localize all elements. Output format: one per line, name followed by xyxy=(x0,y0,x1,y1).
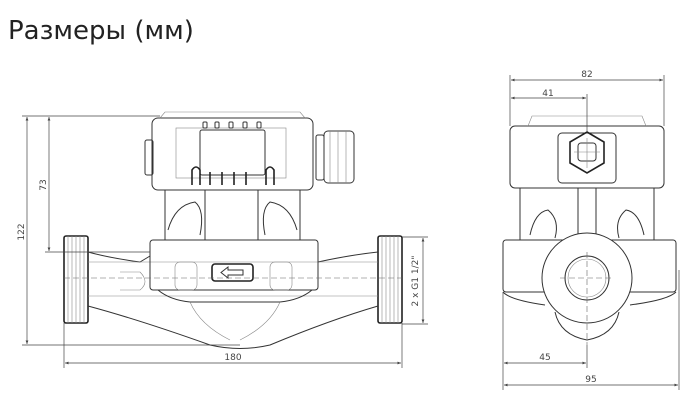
left-threaded-flange xyxy=(63,235,89,324)
pump-housing xyxy=(149,239,319,291)
motor-head xyxy=(151,117,314,191)
dimension-height-head: 73 xyxy=(39,117,150,253)
svg-text:82: 82 xyxy=(581,70,592,80)
dimension-axis-offset: 45 xyxy=(502,292,588,390)
svg-text:41: 41 xyxy=(542,89,553,99)
svg-text:180: 180 xyxy=(224,353,241,363)
side-view: 82 41 45 95 xyxy=(502,70,680,390)
svg-text:2 x G1 1/2": 2 x G1 1/2" xyxy=(411,256,421,307)
vent-screw-icon xyxy=(569,131,605,174)
dimension-height-total: 122 xyxy=(17,115,240,346)
right-threaded-flange xyxy=(377,235,403,324)
flow-direction-arrow-icon xyxy=(211,263,254,282)
svg-text:122: 122 xyxy=(17,223,27,240)
display-panel xyxy=(199,129,266,176)
dimension-connection-thread: 2 x G1 1/2" xyxy=(402,236,428,325)
svg-text:45: 45 xyxy=(539,353,550,363)
svg-text:73: 73 xyxy=(39,179,49,190)
dimension-head-width: 82 xyxy=(509,70,665,126)
cable-gland xyxy=(315,130,355,184)
front-view: 122 73 180 2 x G1 1/2" xyxy=(17,111,428,368)
svg-text:95: 95 xyxy=(585,375,596,385)
dimension-length: 180 xyxy=(63,323,403,368)
dimension-head-half: 41 xyxy=(511,89,588,132)
dimension-width-total: 95 xyxy=(504,270,680,390)
page-title: Размеры (мм) xyxy=(8,16,194,46)
